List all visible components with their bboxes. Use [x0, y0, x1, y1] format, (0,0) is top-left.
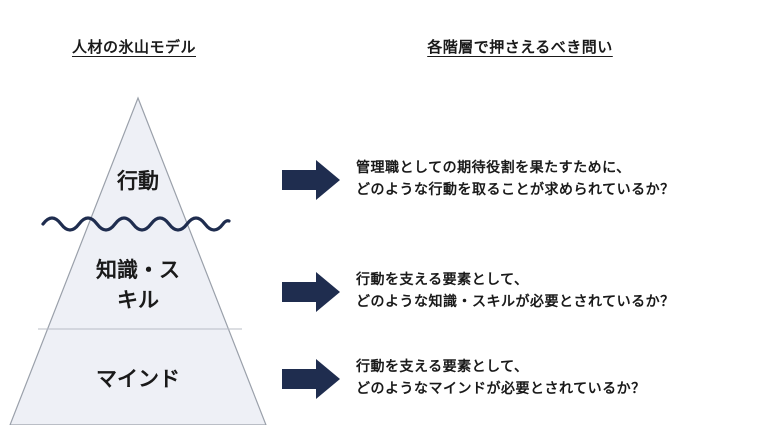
iceberg-model-title: 人材の氷山モデル [71, 38, 196, 56]
question-action: 管理職としての期待役割を果たすために、 どのような行動を取ることが求められている… [356, 160, 675, 198]
question-mind: 行動を支える要素として、 どのようなマインドが必要とされているか？ [356, 359, 646, 397]
layer-skill-label: 知識・ス キル [96, 258, 180, 313]
pyramid-body [9, 96, 267, 425]
question-skill: 行動を支える要素として、 どのような知識・スキルが必要とされているか？ [356, 272, 675, 310]
layer-action-label: 行動 [117, 169, 159, 193]
arrow-right-icon [282, 359, 340, 399]
arrow-right-icon [282, 272, 340, 312]
water-line-wave [41, 216, 231, 232]
layer-mind-label: マインド [96, 367, 180, 391]
questions-title: 各階層で押さえるべき問い [427, 38, 613, 56]
arrow-right-icon [282, 160, 340, 200]
